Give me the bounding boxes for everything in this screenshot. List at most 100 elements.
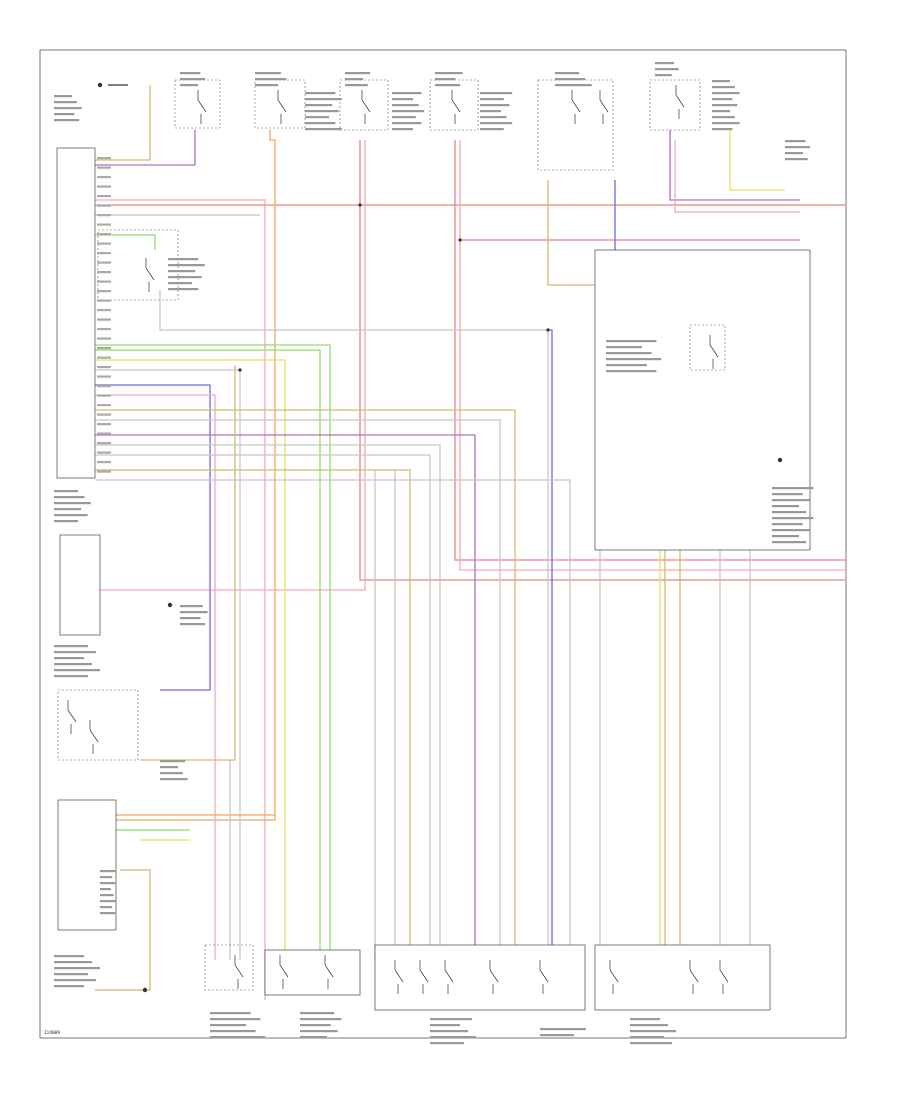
label-text-8-2 (392, 104, 419, 107)
label-text-3-1 (345, 78, 363, 81)
label-text-10-0 (712, 80, 730, 83)
label-text-21-3 (210, 1030, 256, 1033)
label-text-5-2 (555, 84, 592, 87)
label-text-19-5 (100, 900, 117, 903)
label-text-21-2 (210, 1024, 246, 1027)
splice-dot-3 (546, 328, 550, 332)
label-text-9-4 (480, 116, 507, 119)
label-text-4-0 (435, 72, 463, 75)
label-text-16-4 (54, 669, 100, 672)
pin-tag-24 (97, 385, 111, 388)
wire-28 (95, 454, 431, 960)
component-layer (56, 79, 811, 1011)
label-text-3-0 (345, 72, 371, 75)
label-text-6-2 (655, 74, 672, 77)
pin-tag-9 (97, 242, 111, 245)
wire-16 (159, 290, 549, 950)
label-text-25-2 (630, 1030, 676, 1033)
pin-tag-14 (97, 290, 111, 293)
label-text-19-1 (100, 876, 113, 879)
label-text-20-1 (54, 961, 92, 964)
label-text-9-3 (480, 110, 501, 113)
label-text-3-2 (345, 84, 368, 87)
pin-tag-25 (97, 394, 111, 397)
label-text-14-0 (772, 487, 814, 490)
label-text-22-4 (300, 1036, 327, 1039)
label-text-15-3 (54, 508, 82, 511)
label-text-16-3 (54, 663, 92, 666)
switch-arm-4 (571, 99, 581, 113)
bottom-switch-a-box (204, 944, 254, 991)
wire-26 (95, 434, 476, 960)
label-text-0-3 (54, 113, 75, 116)
pin-tag-17 (97, 318, 111, 321)
label-text-8-6 (392, 128, 413, 131)
pin-tag-21 (97, 356, 111, 359)
pin-tag-32 (97, 461, 111, 464)
switch-arm-14 (394, 969, 404, 983)
pin-tag-30 (97, 442, 111, 445)
label-text-5-1 (555, 78, 586, 81)
switch-arm-21 (719, 969, 729, 983)
label-text-17-3 (180, 623, 206, 626)
pin-tag-31 (97, 451, 111, 454)
label-text-13-2 (606, 352, 652, 355)
wire-41 (95, 869, 151, 991)
wire-13 (674, 140, 800, 213)
switch-arm-5 (599, 99, 609, 113)
pin-tag-19 (97, 337, 111, 340)
label-text-0-1 (54, 101, 77, 104)
label-text-13-4 (606, 364, 647, 367)
label-text-18-0 (160, 760, 186, 763)
label-text-23-2 (430, 1030, 468, 1033)
pin-tag-22 (97, 366, 111, 369)
label-text-21-0 (210, 1012, 251, 1015)
switch-arm-8 (709, 344, 719, 358)
label-text-7-3 (305, 110, 339, 113)
label-text-14-4 (772, 511, 807, 514)
switch-arm-6 (675, 94, 685, 108)
pin-tag-12 (97, 271, 111, 274)
pin-tag-28 (97, 423, 111, 426)
label-text-19-2 (100, 882, 116, 885)
switch-arm-3 (451, 99, 461, 113)
pin-tag-6 (97, 214, 111, 217)
label-text-19-7 (100, 912, 116, 915)
wire-5 (359, 140, 845, 581)
label-text-12-1 (168, 264, 205, 267)
label-text-19-6 (100, 906, 113, 909)
top-switch-3-box (339, 79, 389, 131)
label-text-12-0 (168, 258, 199, 261)
label-text-23-1 (430, 1024, 460, 1027)
ground-dot-0 (97, 82, 103, 88)
label-text-9-6 (480, 128, 504, 131)
label-text-19-3 (100, 888, 111, 891)
mirror-switch-box (57, 689, 139, 761)
wire-12 (669, 130, 800, 201)
ground-dot-2 (142, 987, 148, 993)
label-text-14-2 (772, 499, 810, 502)
label-text-8-3 (392, 110, 425, 113)
label-text-7-0 (305, 92, 336, 95)
top-switch-2-box (254, 79, 306, 129)
label-text-1-1 (180, 78, 206, 81)
label-text-19-4 (100, 894, 114, 897)
label-text-10-4 (712, 104, 738, 107)
pin-tag-23 (97, 375, 111, 378)
label-text-14-7 (772, 529, 810, 532)
label-text-15-4 (54, 514, 88, 517)
label-text-25-0 (630, 1018, 660, 1021)
door-module-box (57, 799, 117, 931)
label-text-21-4 (210, 1036, 266, 1039)
seat-memory-dashed-box (97, 229, 179, 301)
central-module-box (56, 147, 96, 479)
switch-symbols (67, 85, 729, 994)
label-text-0-0 (54, 95, 72, 98)
bottom-switch-b-box (264, 949, 361, 996)
switch-arm-2 (361, 99, 371, 113)
label-text-19-0 (100, 870, 117, 873)
wire-22 (95, 384, 211, 691)
switch-arm-18 (539, 969, 549, 983)
label-text-17-2 (180, 617, 201, 620)
label-text-15-0 (54, 490, 78, 493)
